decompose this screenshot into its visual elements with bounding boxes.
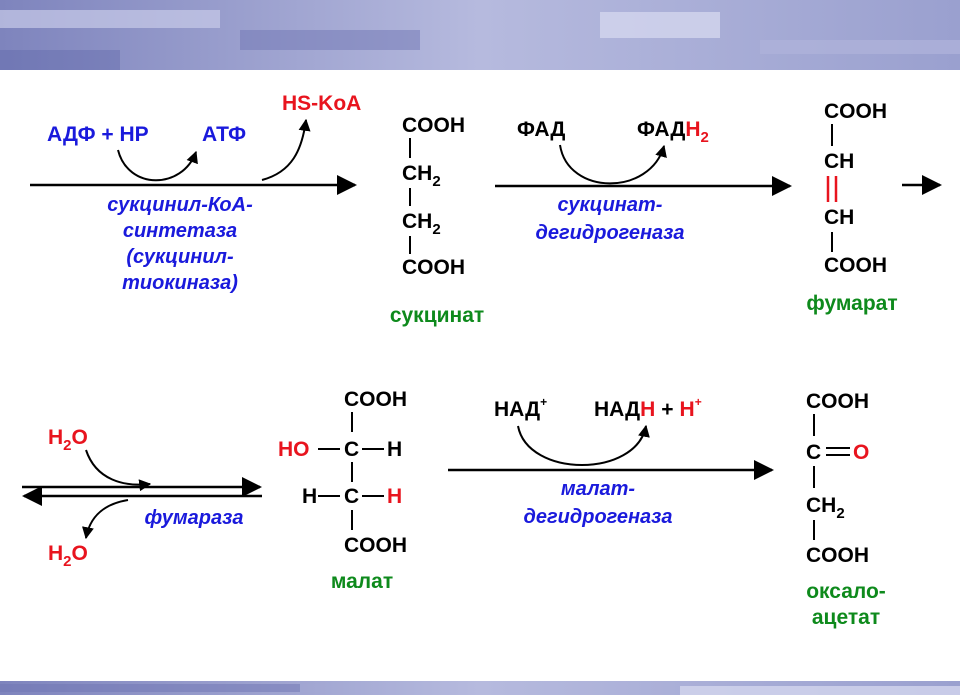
fumarate-ch-top: CH bbox=[824, 150, 854, 173]
fad-curve-arrow bbox=[559, 144, 667, 185]
succinate-name: сукцинат bbox=[390, 304, 484, 327]
succinate-structure: COOH CH2 CH2 COOH сукцинат bbox=[390, 114, 484, 327]
malate-name: малат bbox=[331, 570, 393, 593]
fumarate-ch-bottom: CH bbox=[824, 206, 854, 229]
malate-ho: HO bbox=[278, 438, 310, 461]
succinate-ch-top: CH2 bbox=[402, 162, 441, 190]
reaction1: АДФ + НР АТФ HS-KoA сукцинил-КоА- синтет… bbox=[30, 92, 361, 294]
oxaloacetate-o: O bbox=[853, 441, 869, 464]
fadh2-label: ФАДH2 bbox=[637, 118, 709, 146]
malate-c2: C bbox=[344, 485, 359, 508]
footer-band bbox=[0, 681, 960, 695]
enzyme4-line1: малат- bbox=[561, 478, 636, 500]
oxaloacetate-cooh-bottom: COOH bbox=[806, 544, 869, 567]
hs-koa-label: HS-KoA bbox=[282, 92, 361, 115]
fumarate-cooh-top: COOH bbox=[824, 100, 887, 123]
fad-label: ФАД bbox=[517, 118, 565, 141]
enzyme3-label: фумараза bbox=[145, 507, 244, 529]
hs-koa-curve-arrow bbox=[261, 118, 311, 181]
atp-label: АТФ bbox=[202, 123, 246, 146]
oxaloacetate-c: C bbox=[806, 441, 821, 464]
enzyme1-line4: тиокиназа) bbox=[122, 272, 238, 294]
h2o-in-arrow bbox=[85, 449, 152, 492]
succinate-cooh-bottom: COOH bbox=[402, 256, 465, 279]
enzyme4-line2: дегидрогеназа bbox=[523, 506, 672, 528]
succinate-ch-bottom: CH2 bbox=[402, 210, 441, 238]
reaction4: НАД+ НАДH+H+ малат- дегидрогеназа bbox=[448, 395, 774, 528]
oxaloacetate-ch2: CH2 bbox=[806, 494, 845, 522]
malate-h-right1: H bbox=[387, 438, 402, 461]
adp-np-label: АДФ + НР bbox=[47, 123, 149, 146]
header-band bbox=[0, 0, 960, 70]
reaction3: H2O H2O фумараза bbox=[22, 426, 262, 570]
succinate-cooh-top: COOH bbox=[402, 114, 465, 137]
malate-cooh-bottom: COOH bbox=[344, 534, 407, 557]
oxaloacetate-name-line2: ацетат bbox=[812, 606, 880, 629]
fumarate-cooh-bottom: COOH bbox=[824, 254, 887, 277]
h2o-out-arrow bbox=[82, 499, 129, 540]
nad-curve-arrow bbox=[517, 424, 650, 466]
malate-cooh-top: COOH bbox=[344, 388, 407, 411]
h2o-top: H2O bbox=[48, 426, 88, 454]
fumarate-name: фумарат bbox=[806, 292, 897, 315]
malate-c1: C bbox=[344, 438, 359, 461]
atp-curve-arrow bbox=[117, 149, 198, 182]
fumarate-structure: COOH CH CH COOH фумарат bbox=[806, 100, 942, 315]
enzyme2-line1: сукцинат- bbox=[558, 194, 663, 216]
nad-label: НАД+ bbox=[494, 395, 547, 421]
enzyme1-line2: синтетаза bbox=[123, 220, 237, 242]
malate-h-left2: H bbox=[302, 485, 317, 508]
malate-structure: COOH HO C H H C H COOH малат bbox=[278, 388, 407, 593]
oxaloacetate-structure: COOH C O CH2 COOH оксало- ацетат bbox=[806, 390, 886, 629]
enzyme2-line2: дегидрогеназа bbox=[535, 222, 684, 244]
enzyme1-line3: (сукцинил- bbox=[126, 246, 234, 268]
nadh-label: НАДH+H+ bbox=[594, 395, 702, 421]
reaction2: ФАД ФАДH2 сукцинат- дегидрогеназа bbox=[495, 118, 792, 244]
malate-h-right2: H bbox=[387, 485, 402, 508]
oxaloacetate-name-line1: оксало- bbox=[806, 580, 886, 603]
oxaloacetate-cooh-top: COOH bbox=[806, 390, 869, 413]
h2o-bottom: H2O bbox=[48, 542, 88, 570]
enzyme1-line1: сукцинил-КоА- bbox=[107, 194, 253, 216]
